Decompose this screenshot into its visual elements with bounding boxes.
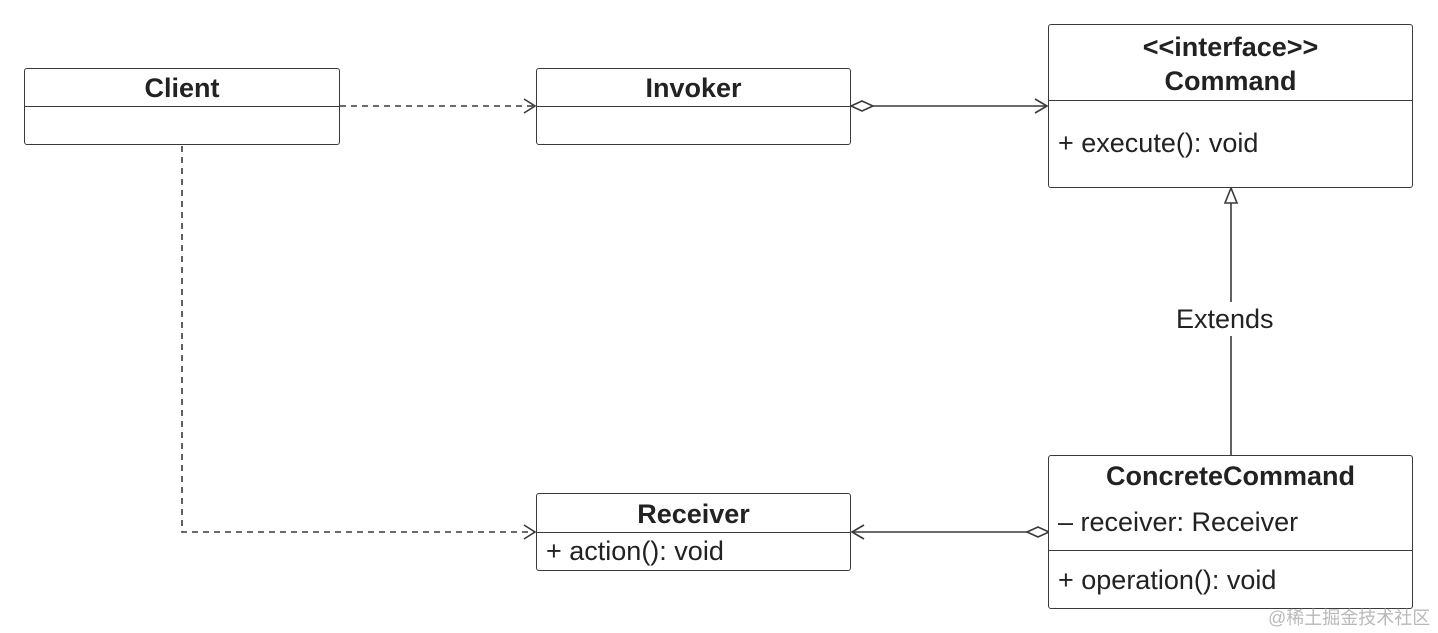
command-interface: <<interface>> Command + execute(): void [1048, 24, 1413, 188]
concrete-receiver-field: – receiver: Receiver [1049, 494, 1412, 551]
concrete-receiver-arrowhead [850, 524, 865, 540]
watermark: @稀土掘金技术社区 [1268, 608, 1431, 628]
concrete-command-class: ConcreteCommand – receiver: Receiver + o… [1048, 455, 1413, 609]
client-receiver-dependency [181, 146, 534, 533]
receiver-class-name: Receiver [537, 494, 850, 533]
client-receiver-arrowhead [523, 524, 537, 540]
client-invoker-arrowhead [523, 98, 537, 114]
concrete-operation-method: + operation(): void [1058, 565, 1277, 595]
command-header: <<interface>> Command [1049, 25, 1412, 101]
invoker-class-name: Invoker [537, 69, 850, 107]
client-class: Client [24, 68, 340, 145]
command-execute-method: + execute(): void [1058, 128, 1259, 158]
extends-triangle [1223, 185, 1239, 204]
invoker-command-arrowhead [1034, 98, 1049, 114]
invoker-class-body [537, 107, 850, 143]
concrete-aggregation-diamond [1025, 526, 1051, 538]
client-class-body [25, 107, 339, 143]
invoker-class: Invoker [536, 68, 851, 145]
invoker-aggregation-diamond [849, 100, 875, 112]
extends-label: Extends [1172, 302, 1278, 336]
command-stereotype: <<interface>> [1142, 32, 1319, 62]
receiver-action-method: + action(): void [546, 536, 724, 566]
command-class-name: Command [1164, 66, 1297, 96]
client-class-name: Client [25, 69, 339, 107]
concrete-command-class-name: ConcreteCommand [1105, 461, 1356, 491]
receiver-class: Receiver + action(): void [536, 493, 851, 571]
